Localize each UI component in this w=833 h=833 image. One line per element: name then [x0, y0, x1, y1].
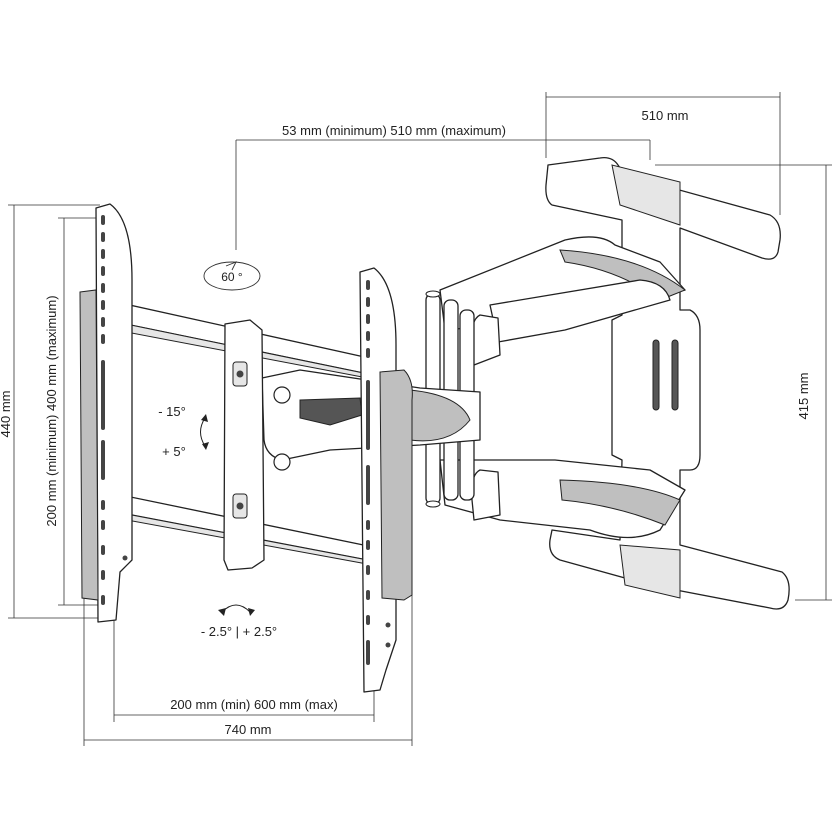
- left-bracket-slots: [101, 215, 105, 605]
- label-tilt-plus: + 5°: [162, 444, 186, 459]
- right-vertical-bracket: [359, 267, 413, 693]
- upper-arm: [439, 236, 686, 366]
- label-distance: 53 mm (minimum) 510 mm (maximum): [282, 123, 506, 138]
- swivel-indicator: [203, 261, 261, 291]
- label-height-total: 440 mm: [0, 391, 13, 438]
- label-vesa-vertical: 200 mm (minimum) 400 mm (maximum): [44, 295, 59, 526]
- lower-arm: [439, 459, 686, 539]
- label-swivel: 60 °: [221, 270, 243, 284]
- wall-plate: [545, 157, 790, 610]
- dimension-lines: [8, 92, 832, 746]
- rotation-arrow-icon: [218, 604, 255, 616]
- right-bracket-slots: [366, 280, 370, 665]
- label-width-total: 740 mm: [225, 722, 272, 737]
- labels: 510 mm 53 mm (minimum) 510 mm (maximum) …: [0, 108, 811, 737]
- label-vesa-horizontal: 200 mm (min) 600 mm (max): [170, 697, 338, 712]
- tilt-head: [261, 369, 481, 471]
- label-rotation: - 2.5° | + 2.5°: [201, 624, 277, 639]
- tilt-arrow-icon: [200, 414, 209, 450]
- label-depth-top: 510 mm: [642, 108, 689, 123]
- left-vertical-bracket: [79, 203, 133, 623]
- center-plate: [223, 319, 265, 571]
- label-arm-height: 415 mm: [796, 373, 811, 420]
- label-tilt-minus: - 15°: [158, 404, 186, 419]
